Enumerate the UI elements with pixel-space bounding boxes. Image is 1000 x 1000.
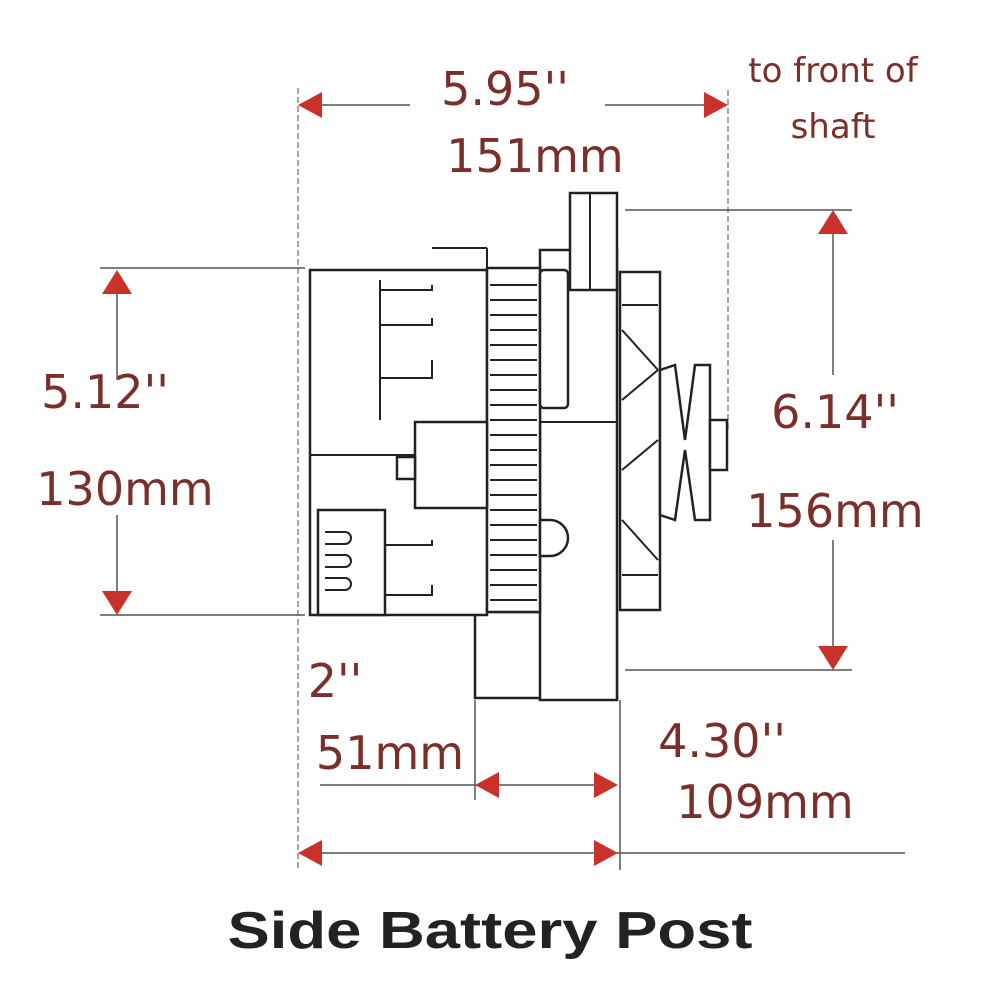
rectifier-bridge	[538, 268, 570, 410]
mount-to-rear-inches: 4.30''	[658, 714, 786, 768]
battery-post	[395, 455, 417, 481]
mount-height-inches: 6.14''	[771, 385, 899, 439]
shaft-nut	[708, 418, 729, 472]
stud-bolt	[538, 518, 570, 558]
fan	[618, 270, 662, 612]
overall-length-mm: 151mm	[446, 129, 623, 183]
mount-to-rear-mm: 109mm	[676, 775, 853, 829]
mount-height-mm: 156mm	[746, 484, 923, 538]
arrow-right-icon	[594, 772, 618, 798]
foot-width-inches: 2''	[308, 654, 363, 708]
arrow-down-icon	[102, 591, 132, 615]
foot-width-mm: 51mm	[316, 726, 464, 780]
dimension-mount-to-rear	[298, 840, 905, 866]
regulator-box	[413, 420, 489, 510]
dimension-mount-height	[818, 210, 848, 670]
arrow-down-icon	[818, 646, 848, 670]
arrow-left-icon	[475, 772, 499, 798]
shaft-note-line2: shaft	[791, 107, 876, 147]
shaft-note-line1: to front of	[748, 51, 918, 91]
fin-lines	[490, 284, 537, 601]
extension-lines	[100, 88, 852, 870]
overall-length-inches: 5.95''	[441, 62, 569, 116]
dimension-foot-width	[320, 772, 618, 798]
dimension-rear-height	[102, 270, 132, 615]
arrow-up-icon	[818, 210, 848, 234]
alternator-drawing	[308, 191, 729, 702]
rear-height-mm: 130mm	[36, 462, 213, 516]
diagram-title: Side Battery Post	[228, 902, 753, 960]
arrow-left-icon	[298, 92, 322, 118]
pulley	[658, 363, 712, 522]
mount-ear	[568, 191, 619, 292]
arrow-right-icon	[594, 840, 618, 866]
arrow-left-icon	[298, 840, 322, 866]
arrow-right-icon	[704, 92, 728, 118]
arrow-up-icon	[102, 270, 132, 294]
rear-height-inches: 5.12''	[41, 365, 169, 419]
dimension-overall-length	[298, 92, 728, 118]
cooling-fins	[485, 266, 542, 614]
